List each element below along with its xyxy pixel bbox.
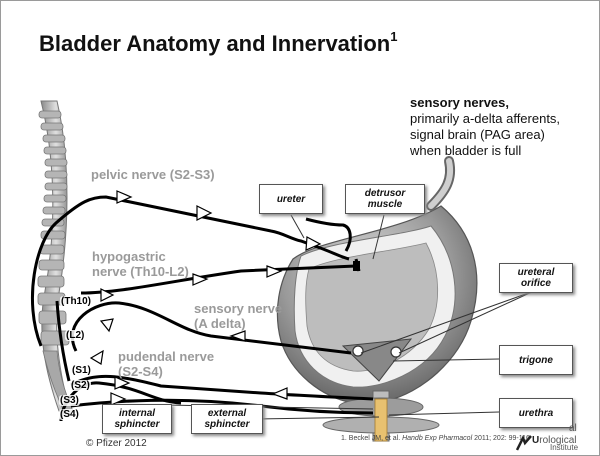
trigone-label: trigone bbox=[499, 345, 573, 375]
sensory-note-line: signal brain (PAG area) bbox=[410, 127, 600, 143]
vertebra-label-s1: (S1) bbox=[71, 365, 92, 376]
vertebra-label-s2: (S2) bbox=[70, 380, 91, 391]
sensory-nerve-label: sensory nerve (A delta) bbox=[194, 301, 282, 331]
hypogastric-nerve-label: hypogastric nerve (Th10-L2) bbox=[92, 249, 189, 279]
sensory-note-line: primarily a-delta afferents, bbox=[410, 111, 600, 127]
ureter-label: ureter bbox=[259, 184, 323, 214]
reference-footnote: 1. Beckel JM, et al. Handb Exp Pharmacol… bbox=[341, 435, 530, 442]
copyright-footer: © Pfizer 2012 bbox=[86, 438, 147, 449]
sensory-note-heading: sensory nerves, bbox=[410, 95, 600, 111]
sensory-nerves-note: sensory nerves, primarily a-delta affere… bbox=[410, 95, 600, 159]
vertebra-label-s4: (S4) bbox=[59, 409, 80, 420]
vertebra-label-l2: (L2) bbox=[65, 330, 85, 341]
vertebra-label-s3: (S3) bbox=[59, 395, 80, 406]
sensory-note-line: when bladder is full bbox=[410, 143, 600, 159]
pelvic-nerve-label: pelvic nerve (S2-S3) bbox=[91, 167, 215, 182]
hypogastric-fiber-end bbox=[353, 261, 360, 271]
institute-logo-icon bbox=[516, 435, 532, 451]
vertebra-label-th10: (Th10) bbox=[60, 296, 92, 307]
slide-title: Bladder Anatomy and Innervation1 bbox=[39, 31, 397, 57]
logo-line-institute: Institute bbox=[550, 443, 578, 452]
pudendal-nerve-label: pudendal nerve (S2-S4) bbox=[118, 349, 214, 379]
